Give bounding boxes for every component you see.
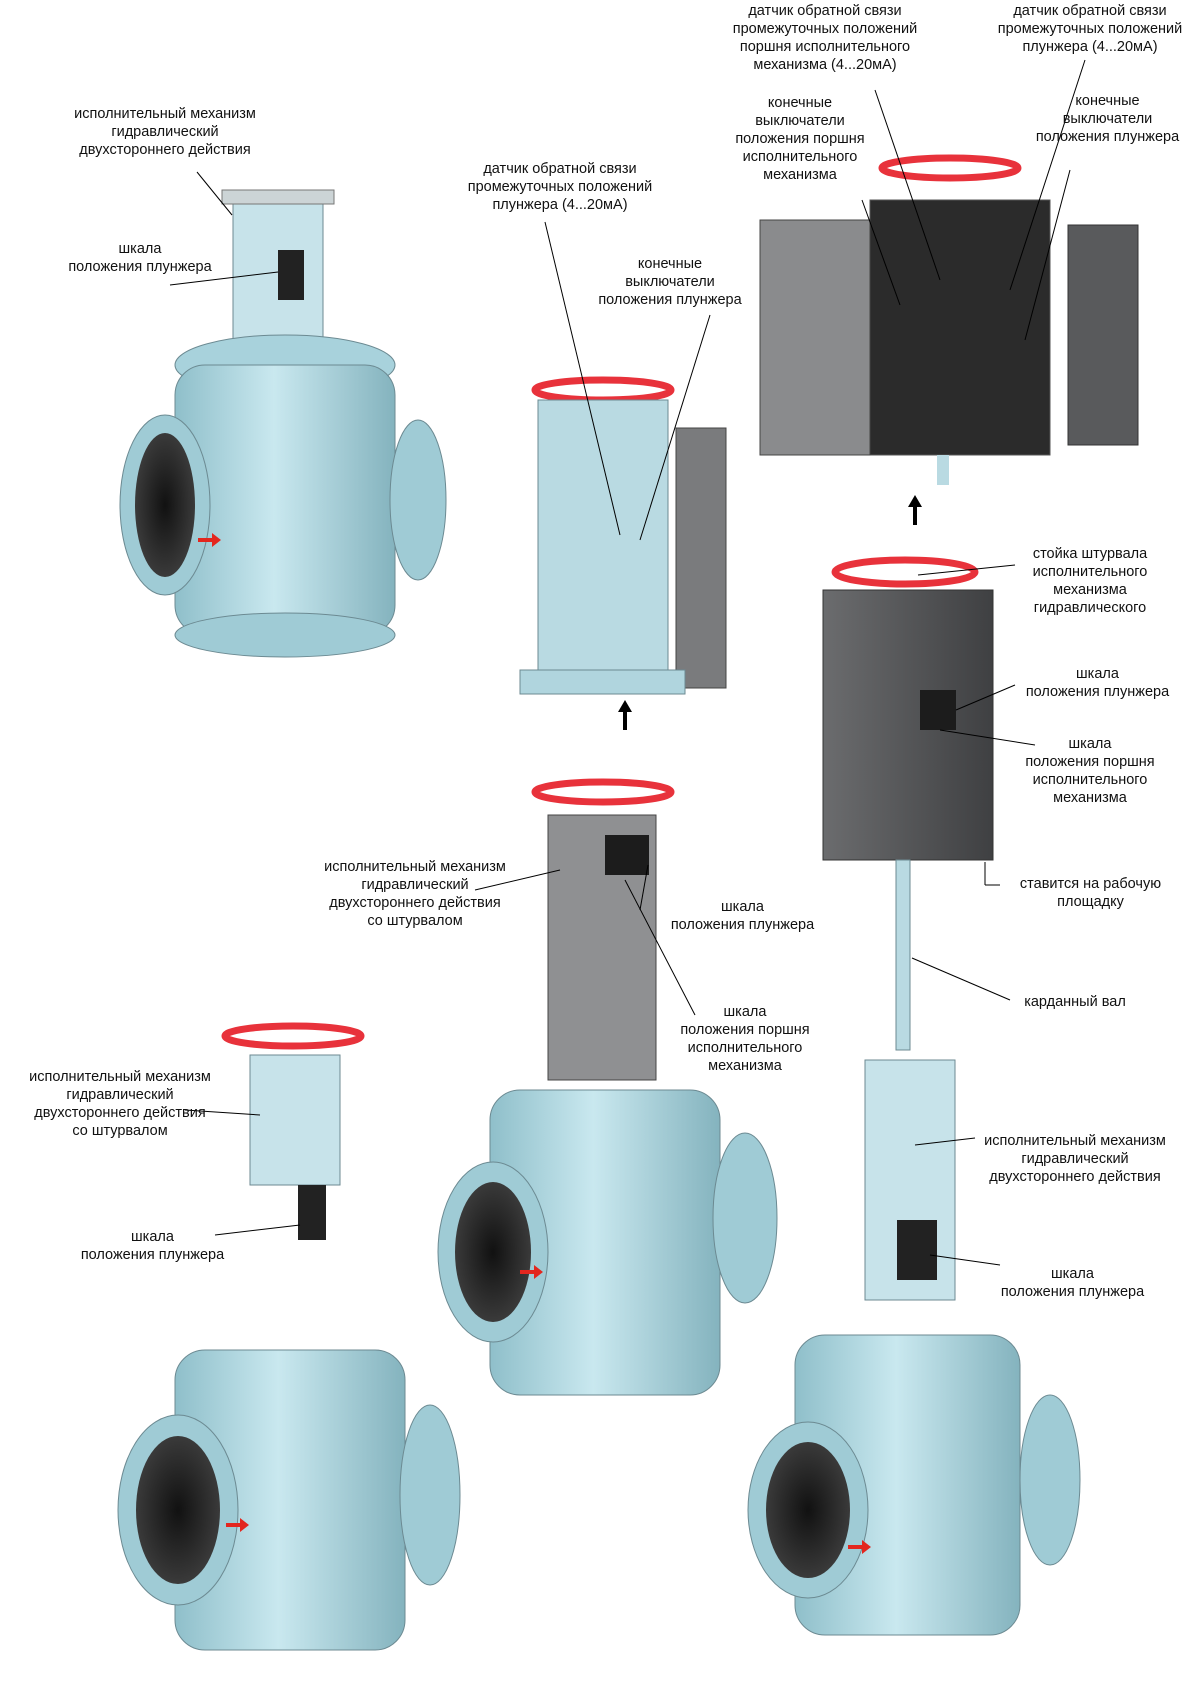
scale-plate — [278, 250, 304, 300]
label-v3-limit-piston: конечные выключатели положения поршня ис… — [735, 95, 865, 183]
cardan-shaft — [895, 859, 911, 1051]
label-v7-actuator: исполнительный механизм гидравлический д… — [984, 1133, 1166, 1185]
label-v4-scale-piston: шкала положения поршня исполнительного м… — [1025, 736, 1155, 806]
handwheel-icon — [531, 778, 675, 806]
label-v4-scale-plunger: шкала положения плунжера — [1025, 666, 1170, 700]
actuator-door — [675, 427, 727, 689]
flow-arrow-icon — [198, 533, 221, 547]
label-v3-limit-plunger: конечные выключатели положения плунжера — [1035, 93, 1180, 145]
pipe-opening — [455, 1182, 531, 1322]
scale-window — [920, 690, 956, 730]
flange-right — [1019, 1394, 1081, 1566]
valve-bottom — [174, 612, 396, 658]
flange-right — [399, 1404, 461, 1586]
leader-lines — [169, 59, 1086, 1266]
pipe-opening — [766, 1442, 850, 1578]
valve-4 — [747, 556, 1081, 1636]
label-v4-cardan: карданный вал — [1024, 994, 1126, 1010]
label-v6-scale: шкала положения плунжера — [80, 1229, 225, 1263]
label-v4-wheel-stand: стойка штурвала исполнительного механизм… — [1032, 546, 1148, 616]
label-v3-feedback-plunger: датчик обратной связи промежуточных поло… — [997, 3, 1183, 55]
flow-arrow-icon — [848, 1540, 871, 1554]
valve-3 — [759, 154, 1139, 485]
valve-6 — [117, 1022, 461, 1651]
handwheel-icon — [221, 1022, 365, 1050]
pipe-opening — [135, 433, 195, 577]
label-v1-scale: шкала положения плунжера — [68, 241, 212, 275]
label-v5-actuator: исполнительный механизм гидравлический д… — [324, 859, 506, 929]
scale-window — [605, 835, 649, 875]
cabinet — [822, 589, 994, 861]
label-v5-scale-plunger: шкала положения плунжера — [670, 899, 815, 933]
label-v2-limit: конечные выключатели положения плунжера — [598, 256, 742, 308]
label-v1-actuator: исполнительный механизм гидравлический д… — [74, 106, 256, 158]
scale-plate — [897, 1220, 937, 1280]
cabinet-frame — [869, 199, 1051, 456]
cabinet-door-left — [759, 219, 871, 456]
actuator-cap — [221, 189, 335, 205]
shaft — [937, 455, 949, 485]
assembly-arrow-icon — [908, 495, 922, 525]
handwheel-icon — [831, 556, 979, 588]
label-v5-scale-piston: шкала положения поршня исполнительного м… — [680, 1004, 810, 1074]
flow-arrow-icon — [226, 1518, 249, 1532]
label-v3-feedback-piston: датчик обратной связи промежуточных поло… — [732, 3, 918, 73]
label-v7-scale: шкала положения плунжера — [1000, 1266, 1145, 1300]
valve-1 — [119, 189, 447, 658]
label-v2-feedback: датчик обратной связи промежуточных поло… — [467, 161, 653, 213]
flow-arrow-icon — [520, 1265, 543, 1279]
handwheel-icon — [878, 154, 1022, 182]
pipe-opening — [136, 1436, 220, 1584]
actuator-frame — [537, 399, 669, 671]
scale-plate — [298, 1185, 326, 1240]
assembly-arrow-icon — [618, 700, 632, 730]
flange-right — [389, 419, 447, 581]
valve-5 — [437, 778, 778, 1396]
label-v6-actuator: исполнительный механизм гидравлический д… — [29, 1069, 211, 1139]
actuator-base — [519, 669, 686, 695]
actuator-cylinder — [249, 1054, 341, 1186]
handwheel-icon — [531, 376, 675, 404]
flange-right — [712, 1132, 778, 1304]
valve-2 — [519, 376, 727, 695]
label-v4-platform: ставится на рабочую площадку — [1019, 876, 1162, 910]
cabinet-door-right — [1067, 224, 1139, 446]
